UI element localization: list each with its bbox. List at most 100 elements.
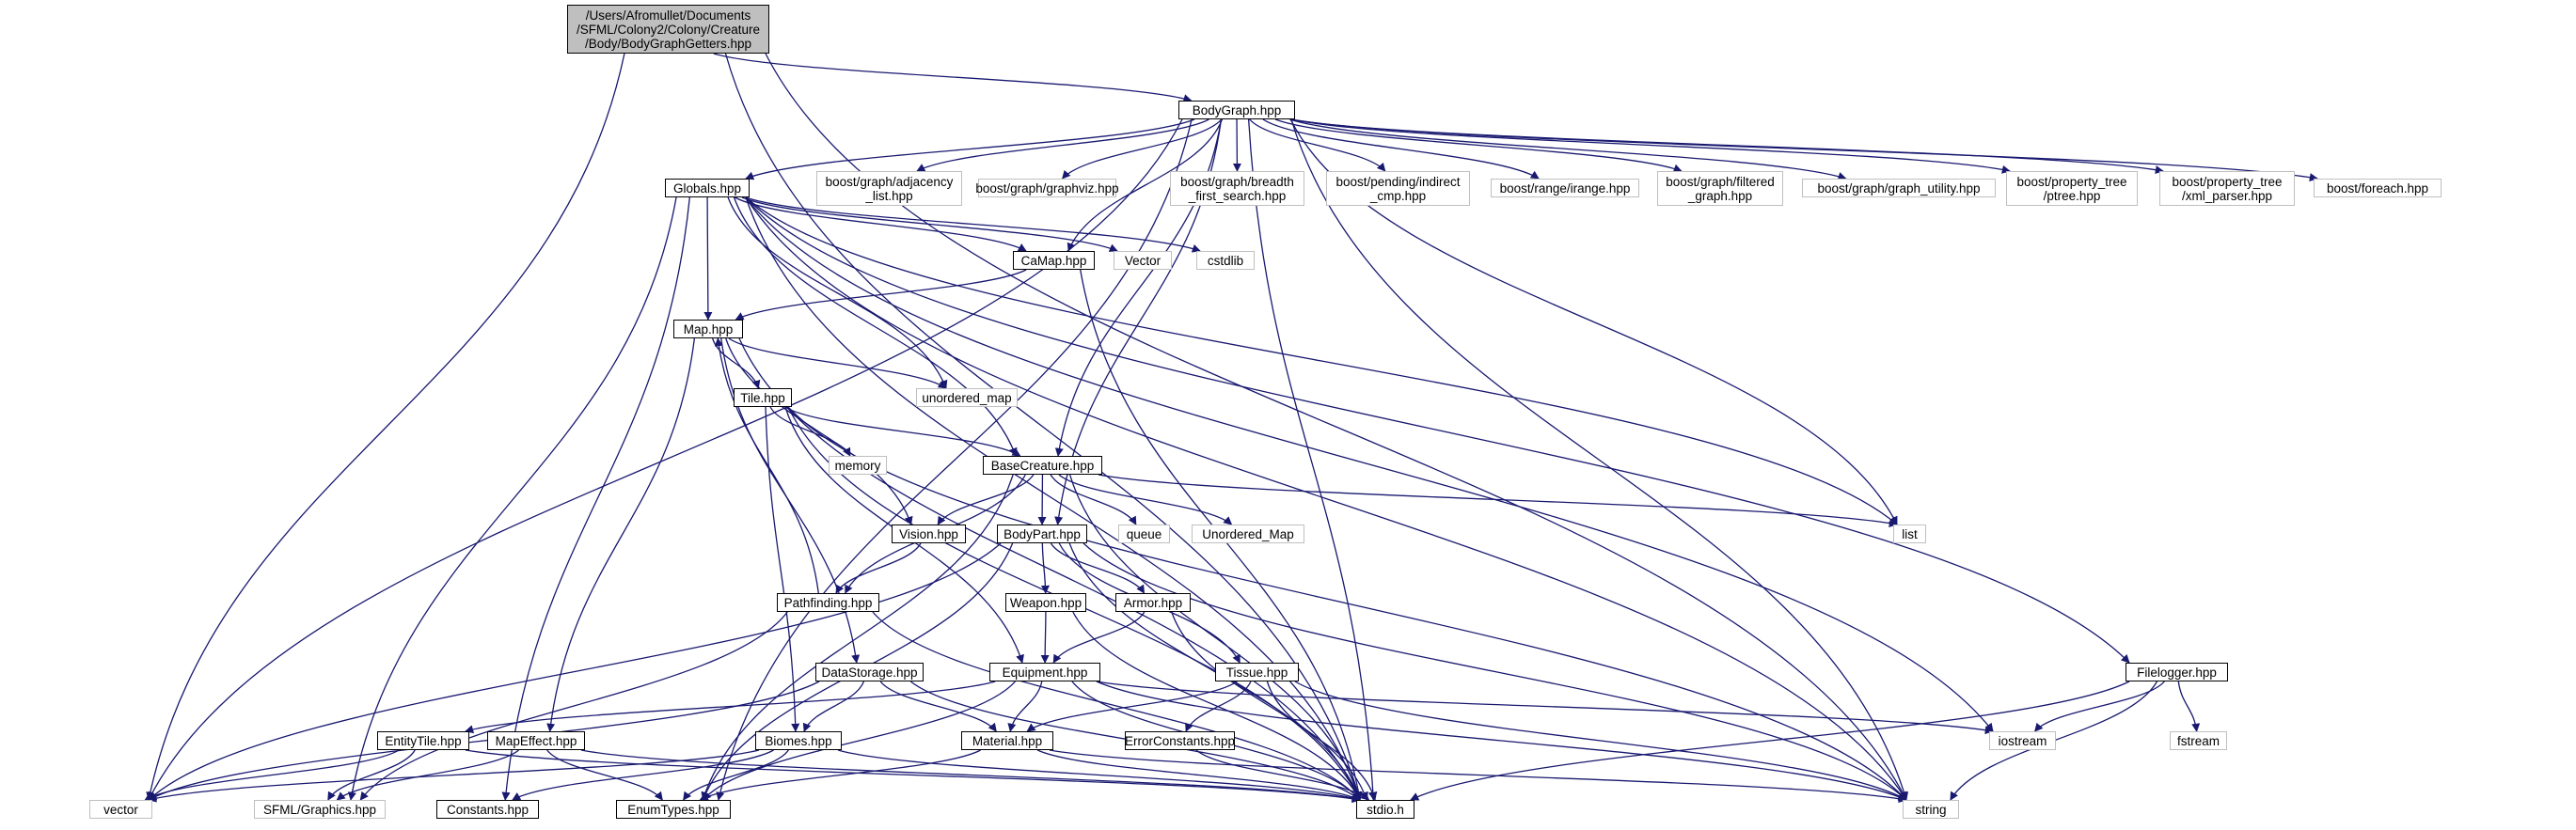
node-vision[interactable]: Vision.hpp <box>892 525 966 543</box>
node-enumtypes[interactable]: EnumTypes.hpp <box>616 800 731 819</box>
node-bodygraph[interactable]: BodyGraph.hpp <box>1178 101 1295 119</box>
node-list: list <box>1893 525 1926 543</box>
edge-bodygraph-to-stdio <box>1247 118 1378 801</box>
edge-globals-to-list <box>745 196 1898 525</box>
edge-basecreature-to-enumtypes <box>701 474 1014 801</box>
node-string: string <box>1903 800 1959 819</box>
edge-pathfinding-to-map <box>714 337 819 594</box>
edge-bodypart-to-armor <box>1050 542 1146 594</box>
edge-equipment-to-entitytile <box>465 681 996 734</box>
edge-globals-to-camap <box>735 196 1027 252</box>
node-biomes[interactable]: Biomes.hpp <box>755 731 842 750</box>
edge-weapon-to-equipment <box>1040 611 1050 664</box>
node-camap[interactable]: CaMap.hpp <box>1013 251 1095 270</box>
node-weapon[interactable]: Weapon.hpp <box>1005 593 1086 612</box>
node-tile[interactable]: Tile.hpp <box>734 388 792 407</box>
edge-bodypart-to-stdio <box>1068 542 1362 801</box>
edges-layer <box>144 53 2318 804</box>
edge-mapeffect-to-stdio <box>580 749 1361 803</box>
edge-map-to-stdio <box>738 337 1361 801</box>
edge-filelogger-to-fstream <box>2177 681 2201 732</box>
node-equipment[interactable]: Equipment.hpp <box>989 663 1100 681</box>
edge-tissue-to-material <box>1026 681 1238 732</box>
edge-bodygraph-to-xmlparser <box>1290 118 2164 175</box>
edge-equipment-to-enumtypes <box>702 681 1016 801</box>
edge-bodygraph-to-graphutil <box>1289 118 1847 180</box>
edge-globals-to-filelogger <box>745 196 2130 664</box>
node-queue: queue <box>1118 525 1170 543</box>
node-unordered-map: unordered_map <box>916 388 1018 407</box>
node-tissue[interactable]: Tissue.hpp <box>1215 663 1299 681</box>
edge-map-to-vision <box>725 337 913 525</box>
node-map[interactable]: Map.hpp <box>673 320 743 338</box>
node-entitytile[interactable]: EntityTile.hpp <box>377 731 469 750</box>
edge-root-to-vector <box>146 53 625 801</box>
edge-bodygraph-to-foreach <box>1290 118 2318 182</box>
node-xml-parser: boost/property_tree /xml_parser.hpp <box>2159 171 2295 206</box>
node-vector-cap: Vector <box>1114 251 1172 270</box>
node-breadth-first-search: boost/graph/breadth _first_search.hpp <box>1170 171 1304 206</box>
node-globals[interactable]: Globals.hpp <box>665 179 750 197</box>
edge-bodygraph-to-string <box>1290 118 1908 801</box>
node-root-bodygraphgetters[interactable]: /Users/Afromullet/Documents /SFML/Colony… <box>567 5 769 54</box>
node-stdio[interactable]: stdio.h <box>1356 800 1414 819</box>
node-graphviz: boost/graph/graphviz.hpp <box>975 179 1119 197</box>
edge-tile-to-basecreature <box>784 406 1021 457</box>
node-indirect-cmp: boost/pending/indirect _cmp.hpp <box>1326 171 1470 206</box>
edge-tissue-to-string <box>1294 681 1907 801</box>
edge-errorconstants-to-stdio <box>1195 749 1370 801</box>
edge-bodygraph-to-irange <box>1262 118 1540 180</box>
edge-tissue-to-stdio <box>1266 681 1378 801</box>
edge-basecreature-to-vision <box>937 474 1035 525</box>
edge-tile-to-biomes <box>765 406 800 732</box>
node-armor[interactable]: Armor.hpp <box>1115 593 1191 612</box>
edge-vision-to-pathfinding <box>835 542 922 594</box>
node-bodypart[interactable]: BodyPart.hpp <box>997 525 1087 543</box>
edge-basecreature-to-stdio <box>1069 474 1363 801</box>
edge-bodygraph-to-indirect <box>1249 118 1386 172</box>
edge-biomes-to-vector <box>148 749 760 803</box>
edge-camap-to-map <box>735 269 1027 321</box>
edge-root-to-stdio <box>724 53 1363 801</box>
edge-globals-to-iostream <box>745 196 1994 732</box>
edge-map-to-unordered_map <box>728 337 947 389</box>
edge-mapeffect-to-enumtypes <box>546 749 663 801</box>
edge-basecreature-to-list <box>1098 474 1898 527</box>
edge-bodygraph-to-filtered <box>1274 118 1683 173</box>
edge-equipment-to-material <box>1007 681 1043 732</box>
node-errorconstants[interactable]: ErrorConstants.hpp <box>1125 731 1235 750</box>
node-foreach: boost/foreach.hpp <box>2314 179 2442 197</box>
node-fstream: fstream <box>2170 731 2227 750</box>
edge-tile-to-memory <box>769 406 851 457</box>
node-filelogger[interactable]: Filelogger.hpp <box>2126 663 2228 681</box>
edge-entitytile-to-sfml <box>327 749 416 801</box>
edge-root-to-bodygraph <box>713 53 1193 103</box>
node-cstdlib: cstdlib <box>1196 251 1255 270</box>
node-sfml-graphics: SFML/Graphics.hpp <box>254 800 386 819</box>
edge-globals-to-constants <box>501 196 690 801</box>
edge-tile-to-string <box>787 406 1907 801</box>
edge-bodypart-to-string <box>1083 542 1907 801</box>
edge-material-to-stdio <box>1036 749 1361 801</box>
edge-biomes-to-constants <box>512 749 774 801</box>
node-datastorage[interactable]: DataStorage.hpp <box>815 663 924 681</box>
node-material[interactable]: Material.hpp <box>961 731 1053 750</box>
edge-bodygraph-to-graphviz <box>1062 118 1223 180</box>
edge-globals-to-string <box>745 196 1907 801</box>
edge-globals-to-sfml <box>347 196 677 801</box>
node-pathfinding[interactable]: Pathfinding.hpp <box>777 593 879 612</box>
node-constants[interactable]: Constants.hpp <box>436 800 539 819</box>
edge-mapeffect-to-sfml <box>336 749 520 801</box>
edge-entitytile-to-vector <box>144 749 400 801</box>
edge-material-to-enumtypes <box>699 749 981 801</box>
node-basecreature[interactable]: BaseCreature.hpp <box>983 456 1102 475</box>
edge-bodypart-to-weapon <box>1040 542 1051 594</box>
edge-bodypart-to-vector <box>148 542 1002 801</box>
edge-equipment-to-string <box>1096 681 1907 801</box>
node-iostream: iostream <box>1989 731 2056 750</box>
node-mapeffect[interactable]: MapEffect.hpp <box>487 731 585 750</box>
edge-filelogger-to-iostream <box>2034 681 2165 732</box>
edge-globals-to-unordered_map <box>727 196 948 389</box>
edge-globals-to-vectorcap <box>741 196 1118 252</box>
